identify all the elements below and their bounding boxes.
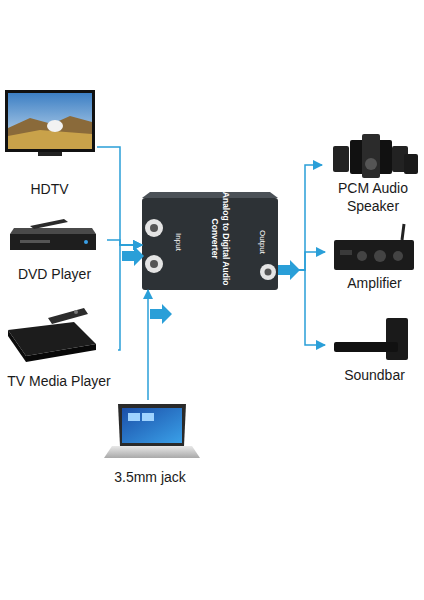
device-node: Amplifier <box>325 222 424 294</box>
device-caption: Amplifier <box>325 275 424 293</box>
laptop-illustration <box>104 404 200 458</box>
device-node: Soundbar <box>325 312 424 386</box>
amplifier-body <box>334 240 414 270</box>
laptop-screen <box>122 408 182 443</box>
converter-box: Analog to Digital Audio Converter Input Ou… <box>142 190 278 290</box>
subwoofer <box>362 134 380 178</box>
port-label: Output <box>257 220 267 264</box>
input-jack <box>145 219 163 237</box>
flow-arrow <box>122 246 144 266</box>
amp-display <box>340 250 352 255</box>
tv-ground <box>8 130 92 149</box>
hdtv-illustration <box>5 90 95 156</box>
input-jack-hole <box>150 260 158 268</box>
soundbar-subwoofer <box>386 318 408 360</box>
device-node: TV Media Player <box>0 305 118 393</box>
converter-label: Analog to Digital Audio Converter <box>209 191 230 287</box>
tower-speaker <box>350 140 364 174</box>
device-caption: DVD Player <box>2 266 107 284</box>
device-caption: HDTV <box>2 181 97 199</box>
device-caption: TV Media Player <box>0 373 118 391</box>
dvd-tray <box>20 240 50 243</box>
signal-connector <box>97 147 142 245</box>
media-box-side <box>8 330 26 362</box>
antenna <box>402 224 404 240</box>
flow-arrow <box>150 304 172 324</box>
device-node: 3.5mm jack <box>95 400 205 490</box>
device-caption: PCM Audio Speaker <box>322 180 424 215</box>
satellite-speaker <box>333 146 349 172</box>
signal-connector <box>147 290 149 400</box>
tv-steam <box>47 120 63 132</box>
signal-connector <box>278 270 325 345</box>
amp-knob <box>357 251 367 261</box>
dvd-body <box>10 234 96 250</box>
laptop-bezel <box>118 404 186 446</box>
tv-stand <box>38 152 62 156</box>
signal-connector <box>278 252 325 270</box>
window-tile <box>128 413 140 421</box>
device-node: DVD Player <box>2 215 107 287</box>
remote-button <box>74 310 78 314</box>
device-caption: Soundbar <box>325 367 424 385</box>
tv-frame <box>5 90 95 152</box>
media-remote <box>48 308 88 324</box>
soundbar-illustration <box>334 318 408 360</box>
tv-landscape <box>8 116 92 149</box>
converter-top <box>142 192 278 198</box>
signal-connector <box>118 245 142 350</box>
amplifier-illustration <box>334 224 414 270</box>
window-tile <box>142 413 154 421</box>
device-node: PCM Audio Speaker <box>322 130 424 220</box>
input-jack-hole <box>150 224 158 232</box>
port-label: Input <box>173 222 183 262</box>
satellite-speaker <box>404 154 418 174</box>
speaker-illustration <box>333 134 418 178</box>
device-node: HDTV <box>2 85 97 200</box>
amp-knob <box>374 250 386 262</box>
laptop-base <box>104 446 200 458</box>
media-player-illustration <box>8 308 96 362</box>
amp-knob <box>393 251 403 261</box>
dvd-led <box>84 240 88 244</box>
device-caption: 3.5mm jack <box>95 469 205 487</box>
dvd-remote <box>30 219 68 229</box>
output-jack <box>260 264 276 280</box>
soundbar-body <box>334 342 398 352</box>
tower-speaker <box>378 140 392 174</box>
media-box-front <box>26 344 96 362</box>
signal-connector <box>278 165 322 270</box>
output-jack-hole <box>265 269 272 276</box>
woofer-cone <box>365 158 377 170</box>
dvd-top <box>10 228 96 234</box>
input-jack <box>145 255 163 273</box>
dvd-illustration <box>10 219 96 250</box>
tv-screen <box>8 93 92 149</box>
